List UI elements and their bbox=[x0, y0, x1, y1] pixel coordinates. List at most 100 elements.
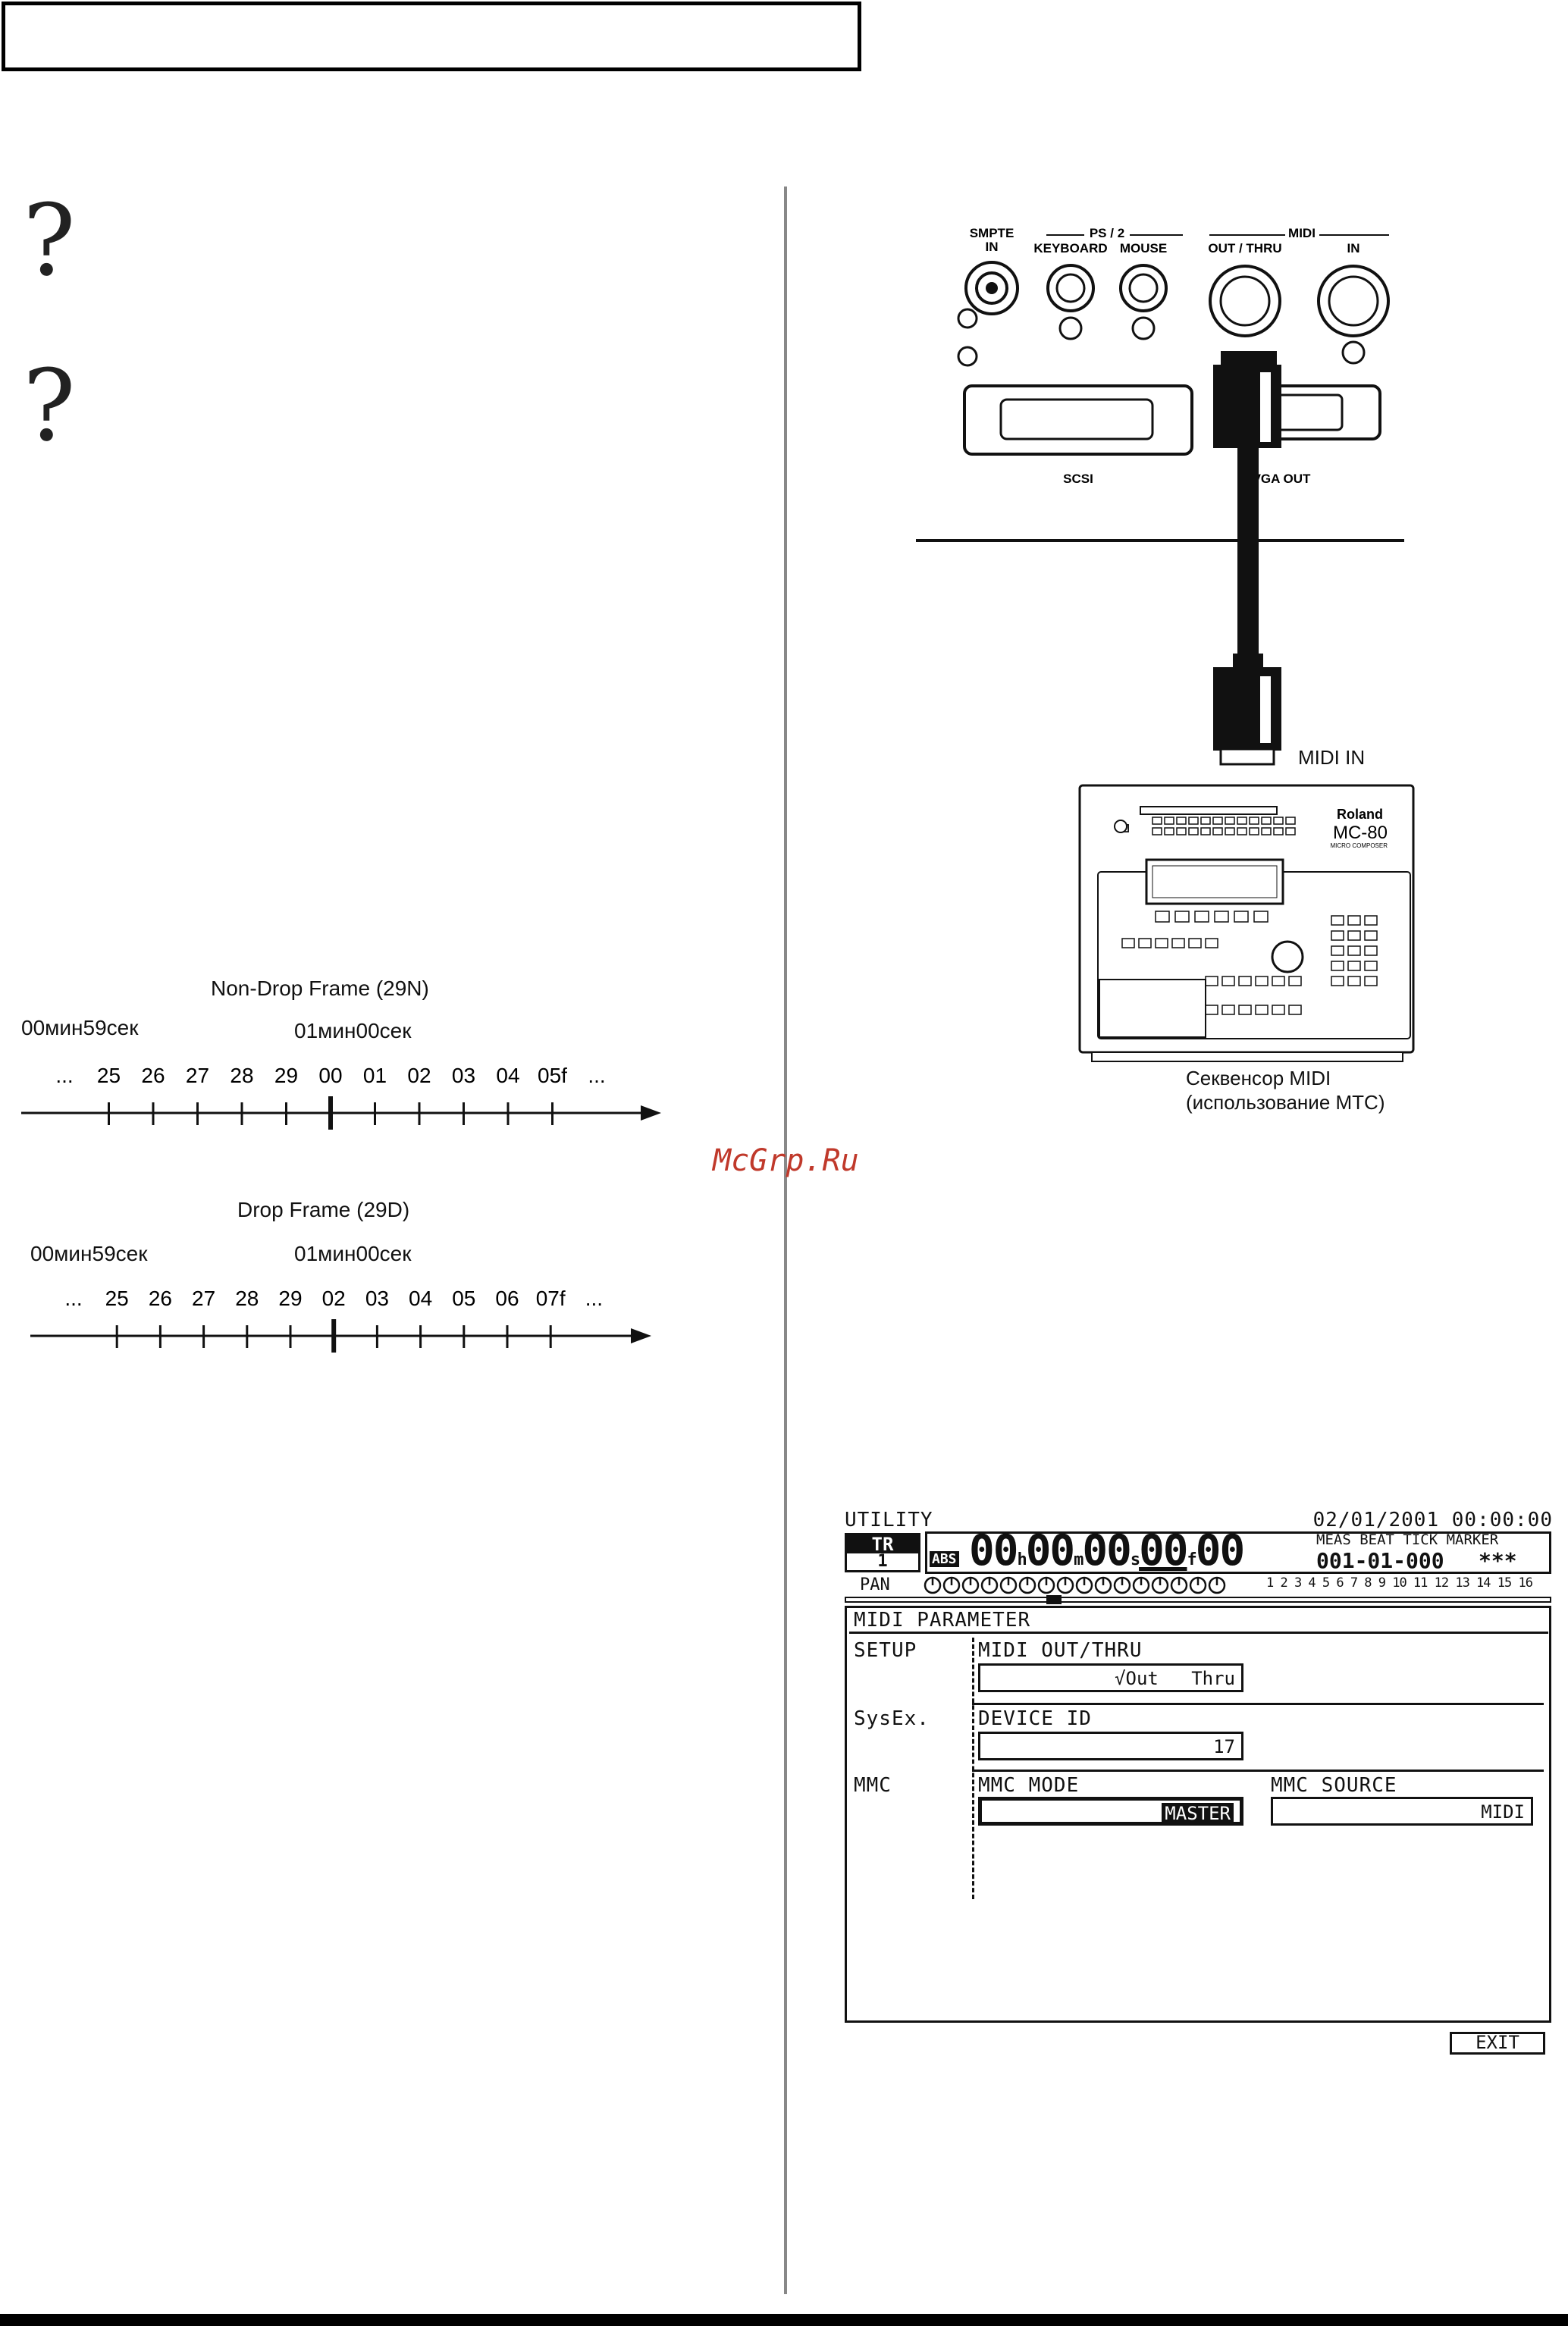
ndf-left-label: 00мин59сек bbox=[21, 1016, 139, 1039]
lcd-pan-knobs bbox=[924, 1576, 1226, 1594]
midi-plug-bottom bbox=[1213, 667, 1281, 751]
device-button bbox=[1205, 938, 1218, 948]
lcd-track-number: 1 bbox=[877, 1552, 888, 1571]
device-button bbox=[1253, 911, 1269, 923]
device-button bbox=[1188, 938, 1202, 948]
ndf-arrow-head bbox=[641, 1105, 661, 1121]
device-button bbox=[1255, 1005, 1269, 1015]
lcd-mmc-source-label: MMC SOURCE bbox=[1271, 1774, 1397, 1797]
lcd-column-rule bbox=[972, 1638, 974, 1899]
df-frame-label: 05 bbox=[452, 1287, 475, 1310]
device-button bbox=[1225, 827, 1235, 835]
ndf-frame-label: 27 bbox=[186, 1064, 209, 1087]
midi-label: MIDI bbox=[1288, 226, 1316, 240]
ndf-frame-label: 25 bbox=[97, 1064, 121, 1087]
device-key bbox=[1347, 976, 1361, 986]
smpte-jack bbox=[957, 261, 1019, 367]
device-button bbox=[1155, 911, 1170, 923]
device-key bbox=[1331, 930, 1344, 941]
lcd-scroll-thumb[interactable] bbox=[1046, 1595, 1062, 1604]
ps2-label: PS / 2 bbox=[1090, 226, 1124, 240]
mmc-mode-field[interactable]: MASTER bbox=[978, 1797, 1243, 1826]
lcd-marker-value: *** bbox=[1479, 1548, 1517, 1573]
df-frame-label: 28 bbox=[235, 1287, 259, 1310]
device-button bbox=[1188, 817, 1199, 825]
lcd-mmc-label: MMC bbox=[854, 1774, 892, 1797]
device-button bbox=[1238, 1005, 1252, 1015]
df-frame-label: 06 bbox=[495, 1287, 519, 1310]
scsi-label: SCSI bbox=[1063, 472, 1093, 486]
exit-button[interactable]: EXIT bbox=[1450, 2032, 1545, 2055]
device-button bbox=[1155, 938, 1168, 948]
lcd-screen: UTILITY 02/01/2001 00:00:00 TR 1 ABS 00h… bbox=[842, 1509, 1554, 2055]
device-button bbox=[1238, 976, 1252, 986]
device-button bbox=[1234, 911, 1249, 923]
device-button bbox=[1288, 1005, 1302, 1015]
device-button bbox=[1285, 827, 1296, 835]
device-caption-line1: Секвенсор MIDI bbox=[1186, 1067, 1331, 1089]
lcd-timecode-box bbox=[925, 1531, 1551, 1574]
device-button bbox=[1152, 817, 1162, 825]
device-key bbox=[1331, 945, 1344, 956]
lcd-section-title: MIDI PARAMETER bbox=[854, 1609, 1031, 1632]
ndf-frame-label: 28 bbox=[230, 1064, 253, 1087]
lcd-scroll-track bbox=[845, 1597, 1551, 1603]
df-frame-label: 27 bbox=[192, 1287, 215, 1310]
device-button bbox=[1285, 817, 1296, 825]
header-box bbox=[2, 2, 861, 71]
smpte-in-label: IN bbox=[986, 240, 999, 254]
lcd-abs-badge: ABS bbox=[930, 1551, 959, 1567]
midi-plug-top bbox=[1213, 365, 1281, 448]
df-center-label: 01мин00сек bbox=[294, 1242, 412, 1265]
mmc-mode-value: MASTER bbox=[1162, 1803, 1234, 1824]
device-keypad bbox=[1331, 915, 1378, 986]
device-button bbox=[1121, 938, 1135, 948]
device-key bbox=[1364, 945, 1378, 956]
vga-label: VGA OUT bbox=[1253, 472, 1311, 486]
lcd-device-id-label: DEVICE ID bbox=[978, 1707, 1092, 1730]
device-button bbox=[1237, 817, 1247, 825]
mmc-source-field[interactable]: MIDI bbox=[1271, 1797, 1533, 1826]
ndf-frame-label: ... bbox=[55, 1064, 73, 1087]
ndf-frame-label: 02 bbox=[407, 1064, 431, 1087]
out-thru-label: OUT / THRU bbox=[1208, 241, 1281, 255]
device-model-sub: MICRO COMPOSER bbox=[1330, 842, 1388, 849]
device-knob bbox=[1114, 820, 1127, 833]
device-button bbox=[1214, 911, 1229, 923]
device-button bbox=[1255, 976, 1269, 986]
lcd-mmc-mode-label: MMC MODE bbox=[978, 1774, 1080, 1797]
lcd-midi-out-thru-label: MIDI OUT/THRU bbox=[978, 1639, 1143, 1662]
device-button bbox=[1200, 817, 1211, 825]
device-button bbox=[1176, 827, 1187, 835]
device-key bbox=[1347, 945, 1361, 956]
device-transport bbox=[1099, 979, 1206, 1038]
device-button bbox=[1200, 827, 1211, 835]
midi-out-thru-field[interactable]: √Out Thru bbox=[978, 1663, 1243, 1692]
df-frame-label: ... bbox=[585, 1287, 603, 1310]
df-frame-label: ... bbox=[64, 1287, 82, 1310]
device-button bbox=[1205, 976, 1218, 986]
device-button bbox=[1272, 1005, 1285, 1015]
device-button bbox=[1225, 817, 1235, 825]
lcd-pan-label: PAN bbox=[860, 1575, 890, 1594]
device-button bbox=[1164, 827, 1174, 835]
midi-cable-lower bbox=[1213, 547, 1281, 766]
device-button bbox=[1212, 827, 1223, 835]
df-title: Drop Frame (29D) bbox=[237, 1198, 410, 1221]
keyboard-label: KEYBOARD bbox=[1033, 241, 1107, 255]
device-button bbox=[1221, 976, 1235, 986]
device-key bbox=[1347, 930, 1361, 941]
device-button bbox=[1164, 817, 1174, 825]
device-id-field[interactable]: 17 bbox=[978, 1732, 1243, 1760]
lcd-title-rule bbox=[849, 1632, 1548, 1634]
footer-bar bbox=[0, 2314, 1568, 2326]
device-button bbox=[1249, 827, 1259, 835]
df-frame-label: 07f bbox=[536, 1287, 566, 1310]
device-button bbox=[1272, 976, 1285, 986]
lcd-datetime: 02/01/2001 00:00:00 bbox=[1312, 1509, 1553, 1531]
device-button bbox=[1212, 817, 1223, 825]
device-button bbox=[1273, 817, 1284, 825]
keyboard-port bbox=[1046, 264, 1095, 340]
